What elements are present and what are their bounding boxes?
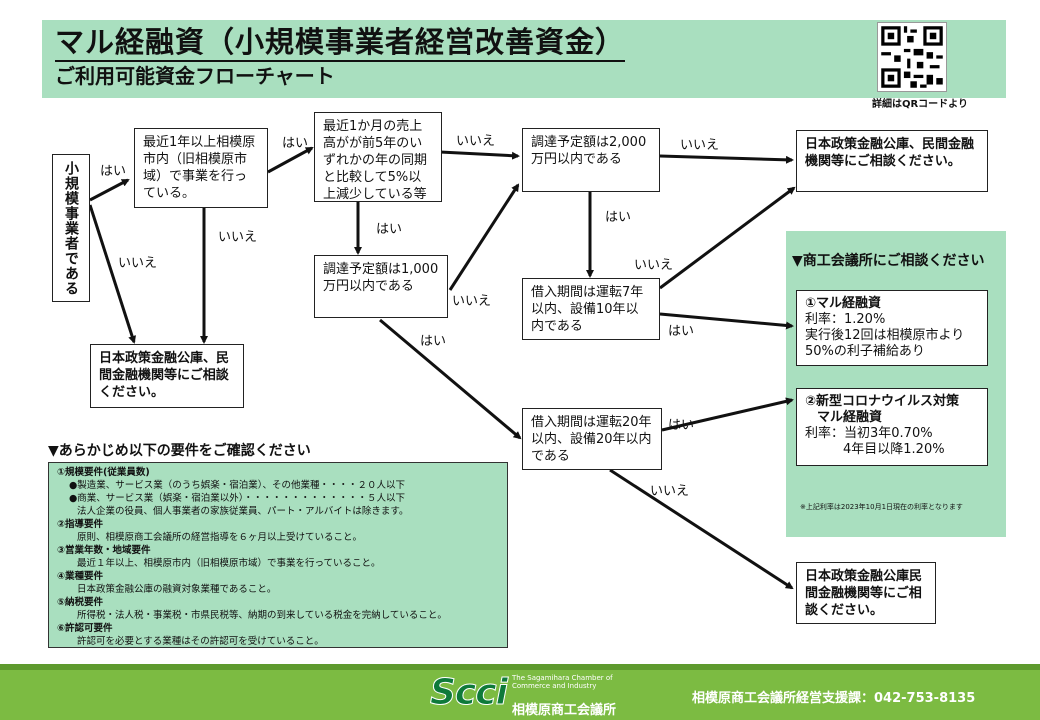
header-band bbox=[42, 20, 1006, 98]
q6-box: 借入期間は運転20年以内、設備20年以内である bbox=[522, 408, 662, 470]
qr-caption: 詳細はQRコードより bbox=[871, 99, 968, 110]
loan1-box: ①マル経融資 利率：1.20% 実行後12回は相模原市より 50%の利子補給あり bbox=[796, 290, 988, 366]
q4-box: 調達予定額は2,000万円以内である bbox=[522, 128, 660, 192]
arrow-q6-loan2 bbox=[661, 397, 794, 432]
consult-box-1: 日本政策金融公庫、民間金融機関等にご相談ください。 bbox=[90, 344, 244, 408]
req-line: ③営業年数・地域要件 bbox=[57, 545, 151, 556]
org-name: 相模原商工会議所 bbox=[512, 703, 617, 718]
page-title: マル経融資（小規模事業者経営改善資金） bbox=[55, 24, 626, 62]
loan2-box: ②新型コロナウイルス対策 マル経融資 利率：当初3年0.70% 4年目以降1.2… bbox=[796, 388, 988, 466]
chamber-panel bbox=[786, 231, 1006, 537]
loan2-rate2: 4年目以降1.20% bbox=[843, 442, 945, 457]
chamber-logo: Scci bbox=[430, 672, 509, 714]
q3-box: 調達予定額は1,000万円以内である bbox=[314, 255, 448, 318]
label-yes-q5: はい bbox=[668, 324, 695, 339]
req-line: ⑥許認可要件 bbox=[57, 623, 113, 634]
arrow-q2-q4 bbox=[439, 150, 520, 160]
logo-tagline: The Sagamihara Chamber of Commerce and I… bbox=[512, 674, 613, 690]
footer-band bbox=[0, 664, 1040, 720]
label-no-q1: いいえ bbox=[218, 230, 258, 245]
q1-box: 最近1年以上相模原市内（旧相模原市域）で事業を行っている。 bbox=[134, 128, 268, 208]
arrow-start-consult1 bbox=[88, 204, 136, 344]
consult-box-2: 日本政策金融公庫、民間金融機関等にご相談ください。 bbox=[796, 130, 988, 192]
start-box: 小規模事業者である bbox=[52, 154, 90, 302]
req-line: ①規模要件(従業員数) bbox=[57, 467, 150, 478]
label-yes-q1: はい bbox=[282, 136, 309, 151]
loan1-title: ①マル経融資 bbox=[805, 296, 882, 311]
req-line: 原則、相模原商工会議所の経営指導を６ヶ月以上受けていること。 bbox=[77, 532, 363, 543]
footer-stripe bbox=[0, 664, 1040, 670]
req-line: 日本政策金融公庫の融資対象業種であること。 bbox=[77, 584, 277, 595]
label-yes-q2: はい bbox=[376, 222, 403, 237]
loan2-rate1: 利率：当初3年0.70% bbox=[805, 426, 933, 441]
label-no-q5: いいえ bbox=[634, 258, 674, 273]
arrow-start-q1 bbox=[89, 178, 130, 202]
req-line: 法人企業の役員、個人事業者の家族従業員、パート・アルバイトは除きます。 bbox=[77, 506, 409, 517]
arrow-q3-q6 bbox=[379, 318, 522, 440]
loan1-sub2: 50%の利子補給あり bbox=[805, 344, 925, 359]
arrow-q5-loan1 bbox=[659, 312, 794, 330]
chamber-title: ▼商工会議所にご相談ください bbox=[792, 253, 985, 269]
arrow-q3-q4 bbox=[448, 183, 520, 291]
req-line: ④業種要件 bbox=[57, 571, 104, 582]
arrow-q1-q2 bbox=[267, 146, 314, 174]
arrow-q4-consult2 bbox=[659, 154, 794, 164]
req-line: 最近１年以上、相模原市内（旧相模原市域）で事業を行っていること。 bbox=[77, 558, 381, 569]
req-line: 許認可を必要とする業種はその許認可を受けていること。 bbox=[77, 636, 324, 647]
req-line: ②指導要件 bbox=[57, 519, 104, 530]
label-yes-q4: はい bbox=[605, 210, 632, 225]
label-no-start: いいえ bbox=[118, 256, 158, 271]
label-yes-q6: はい bbox=[668, 418, 695, 433]
arrow-q6-consult3 bbox=[609, 468, 794, 590]
loan2-title1: ②新型コロナウイルス対策 bbox=[805, 394, 960, 409]
loan1-rate: 利率：1.20% bbox=[805, 312, 886, 327]
qr-code-icon[interactable] bbox=[877, 22, 947, 92]
q2-box: 最近1か月の売上高がが前5年のいずれかの年の同期と比較して5%以上減少している等 bbox=[314, 112, 442, 202]
page-subtitle: ご利用可能資金フローチャート bbox=[55, 64, 335, 88]
label-no-q3: いいえ bbox=[452, 294, 492, 309]
loan1-sub1: 実行後12回は相模原市より bbox=[805, 328, 965, 343]
req-line: 所得税・法人税・事業税・市県民税等、納期の到来している税金を完納していること。 bbox=[77, 610, 447, 621]
q5-box: 借入期間は運転7年以内、設備10年以内である bbox=[522, 278, 660, 340]
req-line: ⑤納税要件 bbox=[57, 597, 104, 608]
label-no-q2: いいえ bbox=[456, 134, 496, 149]
label-yes-q3: はい bbox=[420, 334, 447, 349]
rate-note: ※上記利率は2023年10月1日現在の利率となります bbox=[800, 503, 963, 511]
label-yes-start: はい bbox=[100, 164, 127, 179]
requirements-title: ▼あらかじめ以下の要件をご確認ください bbox=[48, 443, 311, 459]
contact-info: 相模原商工会議所経営支援課：042-753-8135 bbox=[692, 691, 976, 706]
label-no-q4: いいえ bbox=[680, 138, 720, 153]
arrow-q5-consult2 bbox=[659, 186, 796, 290]
consult-box-3: 日本政策金融公庫民間金融機関等にご相談ください。 bbox=[796, 562, 936, 624]
label-no-q6: いいえ bbox=[650, 484, 690, 499]
requirements-box: ①規模要件(従業員数) ●製造業、サービス業（のうち娯楽・宿泊業）、その他業種・… bbox=[48, 462, 508, 648]
req-line: ●製造業、サービス業（のうち娯楽・宿泊業）、その他業種・・・・２０人以下 bbox=[69, 480, 406, 491]
req-line: ●商業、サービス業（娯楽・宿泊業以外）・・・・・・・・・・・・・５人以下 bbox=[69, 493, 406, 504]
loan2-title2: マル経融資 bbox=[817, 410, 883, 425]
